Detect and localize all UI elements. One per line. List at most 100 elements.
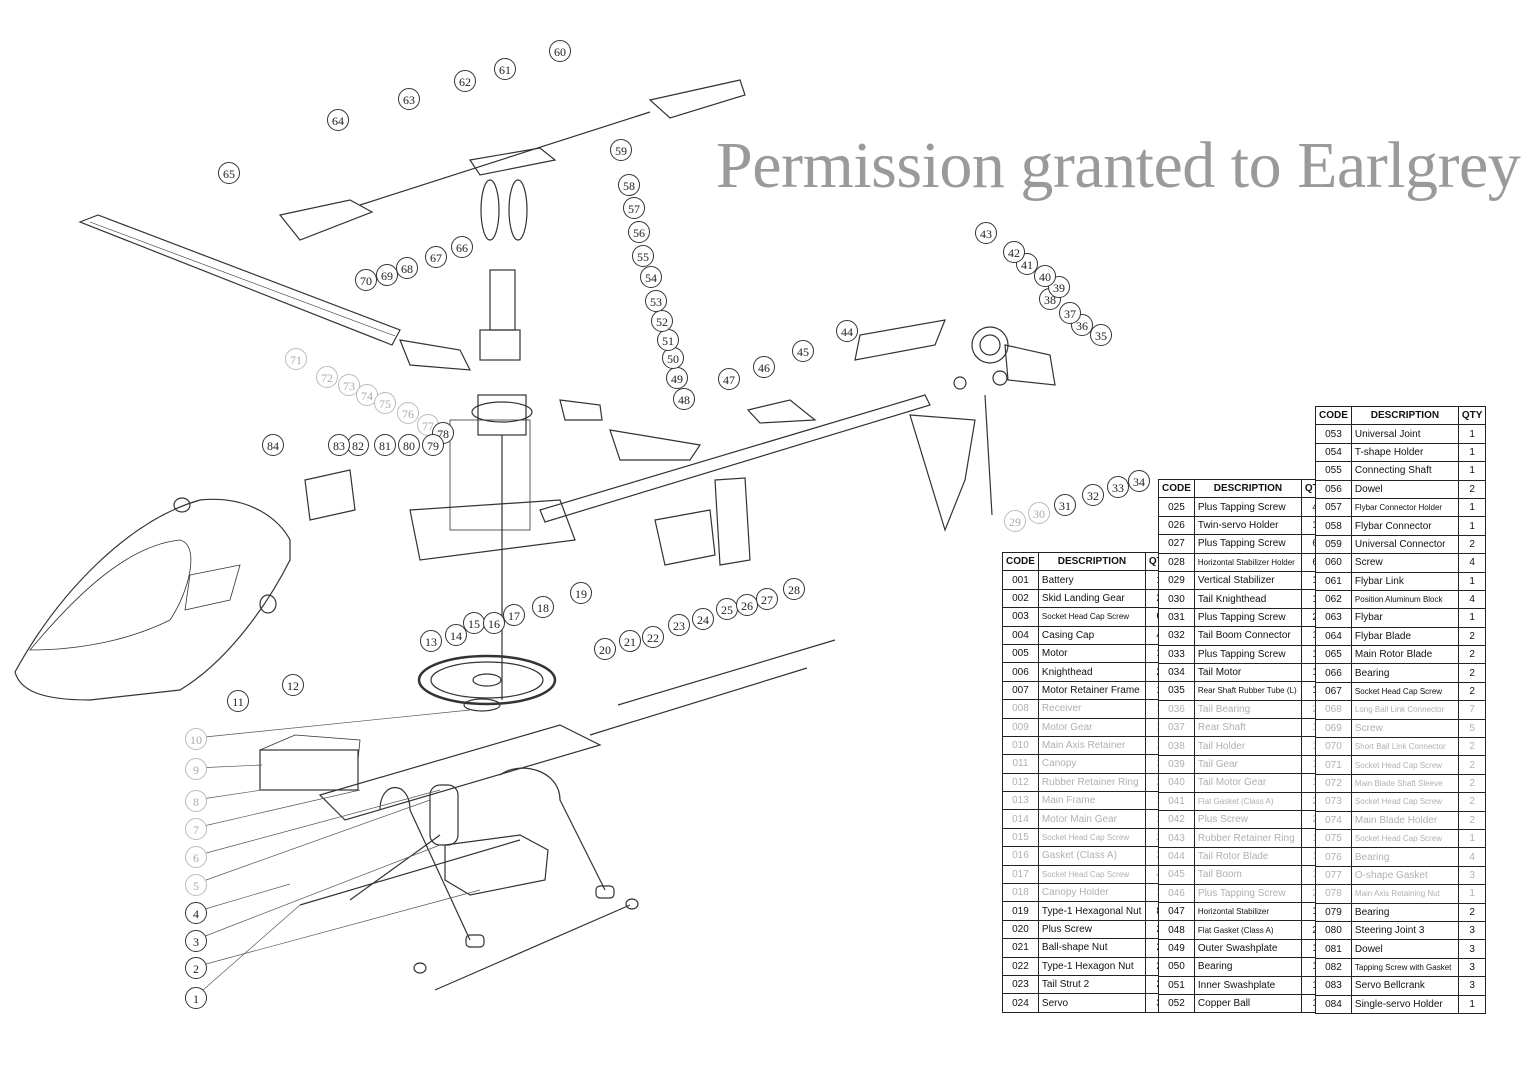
part-code: 030 (1158, 589, 1195, 609)
callout-32: 32 (1082, 484, 1104, 506)
part-qty: 2 (1457, 902, 1487, 922)
part-code: 044 (1158, 846, 1195, 867)
callout-55: 55 (632, 245, 654, 267)
part-qty: 3 (1457, 957, 1487, 978)
part-code: 031 (1158, 607, 1195, 628)
part-qty: 1 (1457, 442, 1487, 463)
part-code: 009 (1002, 717, 1039, 737)
part-code: 081 (1315, 939, 1352, 959)
callout-61: 61 (494, 58, 516, 80)
part-code: 012 (1002, 772, 1039, 793)
tail-rotor-blade (854, 319, 946, 361)
part-qty: 1 (1457, 424, 1487, 444)
part-code: 038 (1158, 736, 1195, 756)
part-desc: Horizontal Stabilizer Holder (1193, 552, 1302, 572)
callout-43: 43 (975, 222, 997, 244)
callout-21: 21 (619, 630, 641, 652)
callout-7: 7 (185, 818, 207, 840)
part-code: 005 (1002, 643, 1039, 664)
main-rotor-blade (78, 214, 401, 346)
th-description: DESCRIPTION (1350, 405, 1459, 426)
part-desc: Plus Screw (1037, 919, 1146, 940)
part-desc: Bearing (1350, 663, 1459, 683)
part-code: 084 (1315, 994, 1352, 1014)
part-code: 076 (1315, 847, 1352, 867)
part-qty: 1 (1457, 884, 1487, 904)
callout-63: 63 (398, 88, 420, 110)
part-desc: Connecting Shaft (1350, 461, 1459, 481)
part-desc: Long Ball Link Connector (1350, 700, 1459, 720)
part-code: 036 (1158, 699, 1195, 720)
part-desc: Socket Head Cap Screw (1350, 792, 1459, 812)
table-row: 011Canopy1 (1002, 754, 1174, 774)
part-desc: Vertical Stabilizer (1193, 570, 1302, 591)
part-qty: 2 (1457, 534, 1487, 555)
callout-24: 24 (692, 608, 714, 630)
th-code: CODE (1158, 478, 1195, 499)
part-qty: 1 (1457, 571, 1487, 591)
callout-45: 45 (792, 340, 814, 362)
part-desc: Tail Motor Gear (1193, 773, 1302, 793)
table-row: 008Receiver1 (1002, 699, 1174, 719)
part-code: 052 (1158, 993, 1195, 1014)
part-qty: 1 (1457, 461, 1487, 481)
part-code: 058 (1315, 516, 1352, 536)
part-code: 063 (1315, 608, 1352, 628)
part-code: 002 (1002, 588, 1039, 609)
part-desc: Dowel (1350, 939, 1459, 959)
callout-51: 51 (657, 329, 679, 351)
part-desc: Main Axis Retaining Nut (1350, 884, 1459, 904)
part-desc: Knighthead (1037, 662, 1146, 682)
callout-4: 4 (185, 902, 207, 924)
part-desc: Bearing (1350, 847, 1459, 867)
part-code: 072 (1315, 773, 1352, 794)
callout-38: 38 (1039, 288, 1061, 310)
callout-11: 11 (227, 690, 249, 712)
part-desc: Motor (1037, 643, 1146, 664)
part-code: 064 (1315, 626, 1352, 647)
part-qty: 4 (1457, 589, 1487, 610)
table-row: 005Motor1 (1002, 643, 1174, 664)
part-code: 056 (1315, 479, 1352, 499)
callout-1: 1 (185, 987, 207, 1009)
part-qty: 1 (1457, 828, 1487, 849)
part-qty: 1 (1457, 516, 1487, 536)
part-desc: Battery (1037, 570, 1146, 590)
part-code: 051 (1158, 975, 1195, 995)
part-desc: Bearing (1350, 902, 1459, 922)
th-description: DESCRIPTION (1037, 551, 1146, 572)
part-desc: Dowel (1350, 479, 1459, 499)
part-desc: Flat Gasket (Class A) (1193, 791, 1302, 812)
part-desc: Tail Motor (1193, 662, 1302, 683)
th-description: DESCRIPTION (1193, 478, 1302, 499)
watermark: Permission granted to Earlgrey (716, 129, 1521, 202)
callout-48: 48 (673, 388, 695, 410)
callout-9: 9 (185, 758, 207, 780)
table-row: 001Battery1 (1002, 570, 1174, 590)
callout-67: 67 (425, 246, 447, 268)
callout-82: 82 (347, 434, 369, 456)
part-qty: 2 (1457, 737, 1487, 757)
callout-30: 30 (1028, 502, 1050, 524)
part-qty: 7 (1457, 700, 1487, 720)
part-desc: Outer Swashplate (1193, 938, 1302, 959)
part-code: 003 (1002, 607, 1039, 627)
